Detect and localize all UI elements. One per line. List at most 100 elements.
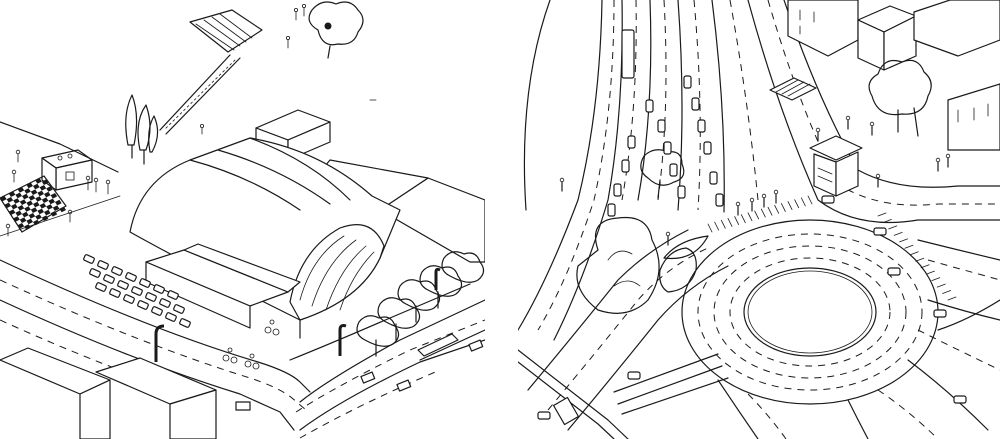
crosswalk-stripe [931,277,941,282]
crosswalk-stripe [727,217,733,227]
crosswalk-stripe [767,206,773,216]
pedestrian [665,231,671,237]
checker-square [13,198,20,204]
crosswalk-stripe [734,216,740,225]
front-annex [145,243,301,329]
checker-square [24,206,31,212]
park-edge [523,0,551,211]
right-trees [356,251,485,357]
stairs [769,77,817,101]
crosswalks [707,195,957,301]
checker-square [15,192,22,199]
parked-car [131,286,143,296]
pedestrians [559,115,951,246]
checker-square [35,214,42,220]
parking-lot [83,254,191,328]
car [607,203,616,217]
pedestrian [761,193,767,199]
crosswalk-stripe [800,197,806,207]
car [537,411,551,420]
road-cars [360,339,484,392]
checker-square [15,210,22,217]
tree-top [308,1,364,59]
roundabout-exits [717,239,1000,439]
checker-square [46,186,53,192]
crosswalk-stripe [714,221,720,231]
left-sketch-panel [0,0,485,439]
checker-square [39,185,47,191]
crosswalk-stripe [774,204,780,214]
crosswalk-stripe [780,203,786,212]
parked-car [123,294,135,304]
multi-lane-roads [518,0,1000,431]
parked-car [89,268,101,278]
tree-right [868,59,932,137]
car [873,227,887,236]
crosswalk-stripe [915,257,925,262]
crosswalk-stripe [888,225,898,230]
car [691,97,700,111]
car [627,135,636,149]
plaza-edge-lower [0,195,121,237]
plaza-edge [0,121,119,173]
left-sketch-drawing [0,1,485,439]
car [669,163,678,177]
crosswalk-stripe [740,214,746,224]
parked-car [139,278,151,288]
parked-car [109,288,121,298]
kiosk-left [41,149,93,191]
parked-car [111,266,123,276]
parked-car [153,284,165,294]
parked-car [159,298,171,308]
crosswalk-stripe [707,223,713,233]
traffic-island [663,235,709,260]
checker-square [28,195,36,201]
right-sketch-drawing [518,0,1000,439]
checker-square [44,191,51,198]
car [613,183,622,197]
crosswalk-stripe [942,290,952,294]
pedestrian [869,121,875,127]
checker-square [41,179,49,185]
crosswalk-stripe [787,201,793,211]
crosswalk-stripe [904,244,914,249]
car [953,395,967,404]
pedestrian [845,115,851,121]
parked-car [167,290,179,300]
pedestrian [559,177,565,183]
car [663,141,672,155]
parked-car [95,282,107,292]
crosswalk-stripe [947,296,957,301]
right-sketch-panel [518,0,1000,439]
checker-square [19,217,27,223]
checker-square [22,211,29,218]
bus-vertical [621,29,635,79]
parked-car [145,292,157,302]
checker-square [52,205,60,211]
parked-car [117,280,129,290]
cyclists [222,319,280,370]
crosswalk-stripe [909,251,919,256]
checkerboard-border [0,175,67,233]
car [697,119,706,133]
parked-car [165,312,177,322]
car [627,371,641,380]
crosswalk-stripe [899,238,908,243]
car [677,185,686,199]
kiosk-right [809,135,863,197]
crosswalk-stripe [720,219,726,229]
car [821,195,835,204]
pedestrian [935,157,941,163]
checker-square [22,193,29,200]
streetlamps [154,267,441,362]
checker-square [33,201,40,208]
park-trees [576,149,697,314]
pedestrian [773,189,779,195]
car [703,141,712,155]
parked-car [151,306,163,316]
car [657,119,666,133]
checker-square [37,208,44,215]
checker-square [11,203,18,210]
checker-square [44,209,51,216]
parked-car [179,318,191,328]
